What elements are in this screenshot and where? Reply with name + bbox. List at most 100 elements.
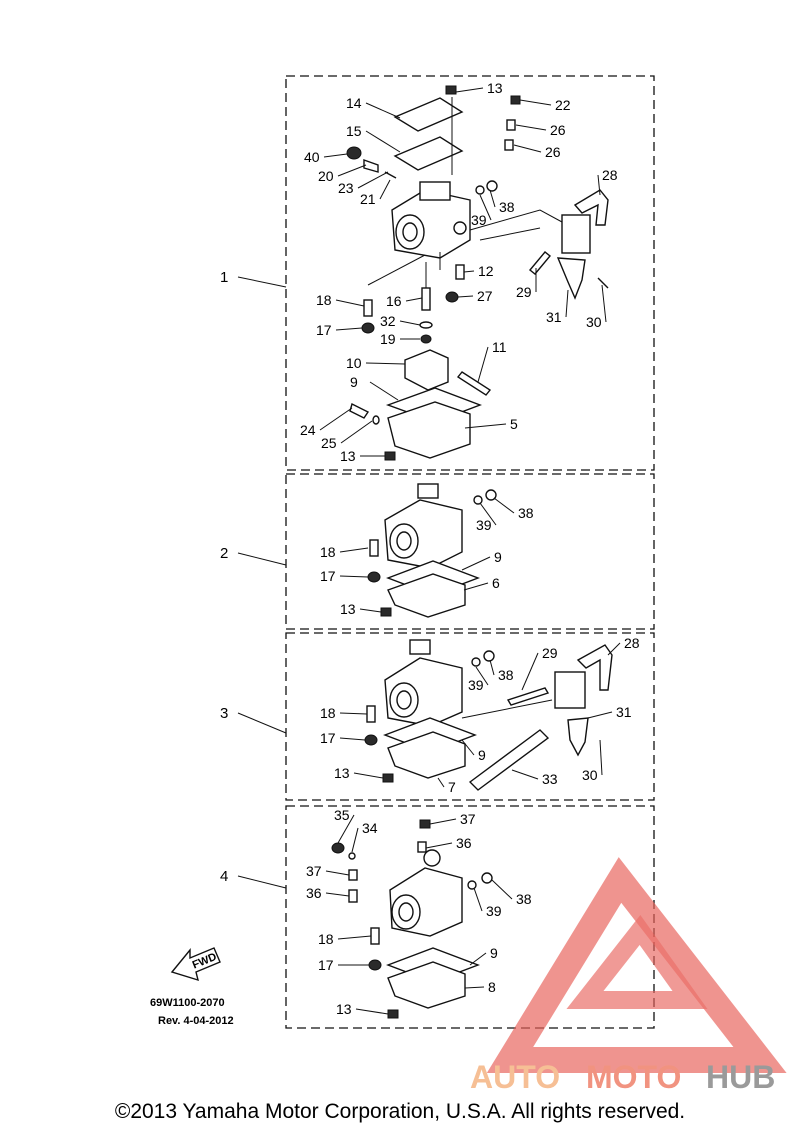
part-leader-line: [339, 575, 369, 578]
part-number-label: 33: [542, 771, 558, 787]
parts-diagram: 1 2 3 4: [150, 75, 787, 1095]
part-leader-line: [353, 772, 384, 779]
part-number-label: 20: [318, 168, 334, 184]
part-number-label: 17: [318, 957, 334, 973]
part-number-label: 31: [616, 704, 632, 720]
revision-date: Rev. 4-04-2012: [158, 1015, 234, 1027]
part-number-label: 18: [320, 705, 336, 721]
part-leader-line: [425, 842, 453, 849]
part-leader-line: [457, 295, 474, 298]
part-number-label: 38: [498, 667, 514, 683]
part-number-label: 9: [350, 374, 358, 390]
part-leader-line: [477, 346, 489, 383]
part-number-label: 37: [460, 811, 476, 827]
assembly-box-1: [285, 75, 655, 471]
part-number-label: 17: [316, 322, 332, 338]
automotohub-watermark: AUTO MOTO HUB: [470, 857, 787, 1095]
watermark-moto: MOTO: [586, 1059, 681, 1095]
part-number-label: 18: [316, 292, 332, 308]
part-number-label: 16: [386, 293, 402, 309]
part-number-label: 39: [486, 903, 502, 919]
part-leader-line: [340, 420, 373, 444]
watermark-auto: AUTO: [470, 1059, 560, 1095]
part-leader-line: [335, 327, 363, 331]
part-leader-line: [513, 144, 542, 153]
part-leader-line: [464, 423, 507, 429]
part-number-label: 26: [545, 144, 561, 160]
part-number-label: 7: [448, 779, 456, 795]
part-number-label: 22: [555, 97, 571, 113]
part-number-label: 13: [340, 601, 356, 617]
part-leader-line: [479, 502, 497, 526]
assembly-number: 3: [220, 705, 228, 722]
part-leader-line: [489, 659, 495, 676]
part-number-label: 13: [336, 1001, 352, 1017]
fwd-arrow-icon: FWD: [170, 947, 221, 982]
part-leader-line: [355, 1008, 389, 1015]
part-leader-line: [437, 777, 445, 788]
part-leader-line: [339, 737, 366, 741]
part-leader-line: [479, 194, 492, 221]
part-number-label: 13: [334, 765, 350, 781]
part-leader-line: [339, 712, 368, 715]
part-number-label: 26: [550, 122, 566, 138]
part-number-label: 31: [546, 309, 562, 325]
part-leader-line: [339, 547, 369, 553]
part-number-label: 30: [586, 314, 602, 330]
part-number-label: 17: [320, 730, 336, 746]
part-leader-line: [463, 582, 489, 591]
part-number-label: 39: [468, 677, 484, 693]
part-leader-line: [357, 171, 389, 189]
assembly-callouts: 1 2 3 4: [220, 269, 287, 889]
part-leader-line: [379, 179, 391, 200]
part-leader-line: [475, 666, 489, 686]
part-number-label: 5: [510, 416, 518, 432]
part-number-label: 21: [360, 191, 376, 207]
part-leader-line: [455, 87, 484, 93]
part-number-label: 9: [478, 747, 486, 763]
part-number-label: 25: [321, 435, 337, 451]
part-number-label: 38: [518, 505, 534, 521]
watermark-hub: HUB: [706, 1059, 775, 1095]
part-leader-line: [511, 769, 539, 780]
part-number-label: 34: [362, 820, 378, 836]
part-leader-line: [607, 642, 621, 656]
part-leader-line: [365, 130, 401, 153]
assembly-number: 2: [220, 545, 228, 562]
carburetor-assembly-3-artwork: [364, 639, 613, 791]
part-number-label: 28: [602, 167, 618, 183]
assembly-box-2: [285, 473, 655, 630]
part-leader-line: [597, 174, 601, 196]
part-number-label: 18: [320, 544, 336, 560]
part-number-label: 23: [338, 180, 354, 196]
part-number-label: 18: [318, 931, 334, 947]
assembly-number: 1: [220, 269, 228, 286]
part-number-label: 32: [380, 313, 396, 329]
part-code: 69W1100-2070: [150, 997, 225, 1009]
part-leader-line: [493, 497, 515, 514]
part-leader-line: [359, 608, 382, 613]
part-number-label: 39: [476, 517, 492, 533]
part-leader-line: [405, 297, 423, 302]
copyright-notice: ©2013 Yamaha Motor Corporation, U.S.A. A…: [114, 1100, 686, 1123]
part-leader-line: [365, 102, 401, 119]
part-leader-line: [461, 556, 491, 571]
part-leader-line: [515, 124, 547, 131]
part-leader-line: [325, 870, 350, 876]
part-leader-line: [325, 892, 350, 897]
part-number-label: 9: [490, 945, 498, 961]
part-number-label: 36: [306, 885, 322, 901]
part-number-label: 35: [334, 807, 350, 823]
part-number-label: 28: [624, 635, 640, 651]
part-number-label: 38: [499, 199, 515, 215]
part-leader-line: [369, 381, 399, 401]
part-number-label: 36: [456, 835, 472, 851]
part-number-label: 11: [492, 339, 507, 355]
part-number-label: 8: [488, 979, 496, 995]
part-leader-line: [337, 164, 367, 177]
part-leader-line: [463, 270, 475, 273]
part-leader-line: [565, 289, 569, 318]
triangle-logo-icon: [486, 857, 787, 1073]
part-leader-line: [473, 887, 483, 912]
part-leader-line: [587, 711, 613, 719]
